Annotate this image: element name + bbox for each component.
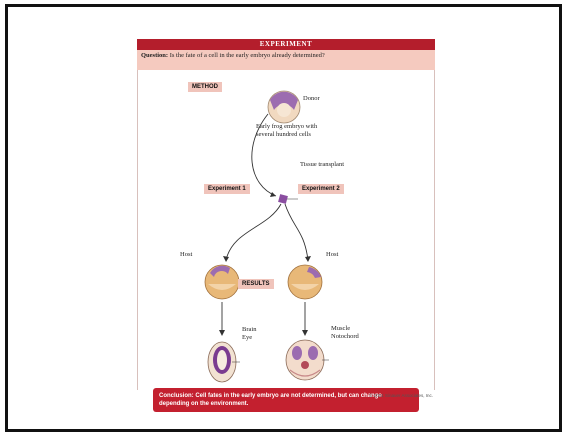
donor-label: Donor [303,95,320,103]
experiment-2-tag: Experiment 2 [298,184,344,194]
experiment-body: METHOD Donor Early frog embryo with seve… [137,70,435,390]
tissue-piece [278,194,288,204]
host-2-label: Host [326,251,338,259]
question-label: Question: [141,52,168,59]
result-section-1 [208,342,240,382]
result-section-2 [286,340,329,380]
host-embryo-1 [205,265,239,299]
result-1-label: Brain Eye [242,326,268,342]
host-embryo-2 [288,265,322,299]
copyright-credit: © 2001 Sinauer Associates, Inc. [337,393,433,399]
embryo-diagram [138,70,434,390]
arrow-to-host1 [226,204,281,260]
method-tag: METHOD [188,82,222,92]
question-box: Question: Is the fate of a cell in the e… [137,50,435,70]
experiment-figure: EXPERIMENT Question: Is the fate of a ce… [137,39,435,401]
conclusion-box: Conclusion: Cell fates in the early embr… [153,388,419,412]
tissue-transplant-label: Tissue transplant [300,161,344,169]
arrow-to-host2 [285,204,308,260]
early-embryo-label: Early frog embryo with several hundred c… [256,123,332,139]
result-2-label: Muscle Notochord [331,325,371,341]
results-tag: RESULTS [238,279,274,289]
host-1-label: Host [180,251,192,259]
question-text: Is the fate of a cell in the early embry… [170,52,325,59]
donor-embryo [268,91,300,123]
experiment-1-tag: Experiment 1 [204,184,250,194]
experiment-header: EXPERIMENT [137,39,435,50]
